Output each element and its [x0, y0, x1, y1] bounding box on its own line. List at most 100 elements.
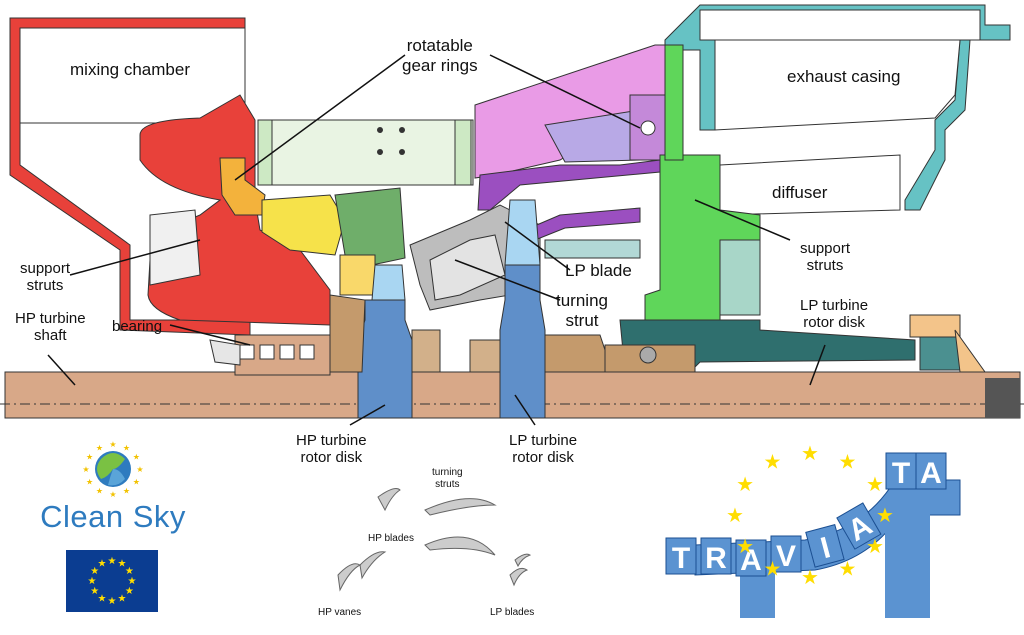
label-diffuser: diffuser: [772, 183, 828, 202]
label-hp-shaft-line2: shaft: [34, 327, 67, 345]
svg-text:A: A: [740, 544, 762, 577]
teal-strip: [544, 239, 641, 259]
svg-text:V: V: [776, 540, 796, 573]
label-hp-blades: HP blades: [368, 533, 414, 544]
label-bearing: bearing: [112, 318, 163, 335]
traviata-letter: V: [770, 535, 802, 573]
svg-text:R: R: [705, 542, 727, 575]
label-exhaust-casing: exhaust casing: [787, 67, 901, 86]
clean-sky-star-icon: ★: [133, 478, 140, 487]
label-turning-struts-profile: turning struts: [432, 467, 463, 490]
turning-strut-profile-2: [424, 536, 496, 556]
traviata-letter: I: [805, 523, 845, 568]
label-rotatable-line2: gear rings: [402, 55, 478, 75]
hp-rotor-disk: [357, 299, 413, 419]
leader-lines: [47, 54, 826, 426]
lp-bearing-right: [919, 334, 961, 371]
clean-sky-star-icon: ★: [123, 487, 130, 496]
clean-sky-star-icon: ★: [109, 440, 116, 449]
eu-star-icon: ★: [118, 559, 127, 570]
label-lp-turbine-rotor-disk-right: LP turbine rotor disk: [800, 297, 868, 332]
label-mixing-chamber: mixing chamber: [70, 60, 190, 79]
label-lp-disk-line2: rotor disk: [512, 449, 574, 467]
hp-rotor-brown-right: [411, 329, 441, 373]
traviata-star-icon: ★: [764, 557, 782, 581]
eu-star-icon: ★: [118, 593, 127, 604]
clean-sky-star-icon: ★: [82, 465, 89, 474]
traviata-letter: A: [915, 452, 947, 490]
label-support-right-line1: support: [800, 240, 851, 257]
traviata-star-icon: ★: [866, 472, 884, 496]
label-hp-disk-line2: rotor disk: [300, 449, 363, 467]
label-rotatable-gear-rings: rotatable gear rings: [402, 36, 478, 75]
label-lp-blade: LP blade: [565, 261, 632, 280]
clean-sky-star-icon: ★: [123, 443, 130, 452]
svg-text:T: T: [672, 542, 690, 575]
traviata-star-icon: ★: [839, 557, 857, 581]
label-lp-disk-line1: LP turbine: [509, 432, 578, 449]
label-lp-turbine-rotor-disk: LP turbine rotor disk: [509, 432, 577, 467]
traviata-letter: T: [665, 537, 697, 575]
label-lp-right-line1: LP turbine: [800, 297, 869, 314]
eu-flag-svg: ★★★★★★★★★★★★: [88, 556, 137, 607]
traviata-star-icon: ★: [801, 565, 819, 589]
lp-rotor-brown: [544, 334, 606, 373]
lp-blade-profile-1: [509, 567, 529, 587]
label-lp-right-line2: rotor disk: [803, 314, 865, 332]
turning-strut-profile-1: [424, 498, 497, 516]
eu-star-icon: ★: [125, 586, 134, 597]
clean-sky-emblem: ★★★★★★★★★★★★: [82, 440, 143, 497]
connector-light-green: [257, 119, 474, 186]
clean-sky-star-icon: ★: [86, 453, 93, 462]
exhaust-casing-inner: [714, 39, 961, 131]
label-support-left-line2: struts: [26, 277, 64, 295]
traviata-star-icon: ★: [736, 534, 754, 558]
eu-star-icon: ★: [88, 576, 97, 587]
right-end-cone: [954, 329, 986, 373]
clean-sky-star-icon: ★: [96, 487, 103, 496]
clean-sky-star-icon: ★: [109, 490, 116, 497]
lp-bearing-roller: [639, 346, 657, 364]
traviata-star-icon: ★: [801, 441, 819, 465]
hp-vane-profile: [337, 563, 362, 592]
label-hp-disk-line1: HP turbine: [296, 432, 367, 449]
strut-support-green: [334, 187, 406, 266]
green-vertical-bar: [664, 44, 684, 161]
blade-profiles: [337, 488, 532, 592]
label-turning-line1: turning: [556, 291, 608, 310]
label-hp-shaft-line1: HP turbine: [15, 310, 86, 327]
eu-star-icon: ★: [108, 596, 117, 607]
gear-ring-right-hole: [640, 120, 656, 136]
bearing-rollers: [239, 344, 315, 360]
label-turning-strut: turning strut: [556, 291, 608, 330]
exhaust-casing-box: [699, 9, 981, 41]
label-support-right-line2: struts: [806, 257, 844, 275]
connector-green-left: [257, 119, 273, 186]
shaft-end-dark: [985, 378, 1020, 418]
label-lp-blades: LP blades: [490, 607, 535, 618]
purple-lower-strip: [524, 207, 641, 241]
hp-rotor-side-brown: [329, 294, 366, 373]
teal-panel: [719, 239, 761, 316]
support-yellow-small: [339, 254, 376, 296]
label-support-struts-left: support struts: [20, 260, 70, 295]
bolts: [377, 127, 405, 155]
label-support-left-line1: support: [20, 260, 71, 277]
eu-flag: ★★★★★★★★★★★★: [66, 550, 158, 612]
hp-blade: [371, 264, 406, 301]
traviata-star-icon: ★: [736, 472, 754, 496]
hp-blade-profile-2: [359, 551, 387, 580]
clean-sky-star-icon: ★: [86, 478, 93, 487]
clean-sky-text: Clean Sky: [40, 499, 186, 534]
traviata-star-icon: ★: [764, 449, 782, 473]
label-profile-turning-line2: struts: [435, 478, 460, 490]
svg-text:T: T: [892, 457, 910, 490]
eu-star-icon: ★: [98, 559, 107, 570]
eu-star-icon: ★: [90, 586, 99, 597]
label-rotatable-line1: rotatable: [406, 36, 473, 55]
traviata-star-icon: ★: [726, 503, 744, 527]
label-hp-turbine-shaft: HP turbine shaft: [15, 310, 86, 345]
